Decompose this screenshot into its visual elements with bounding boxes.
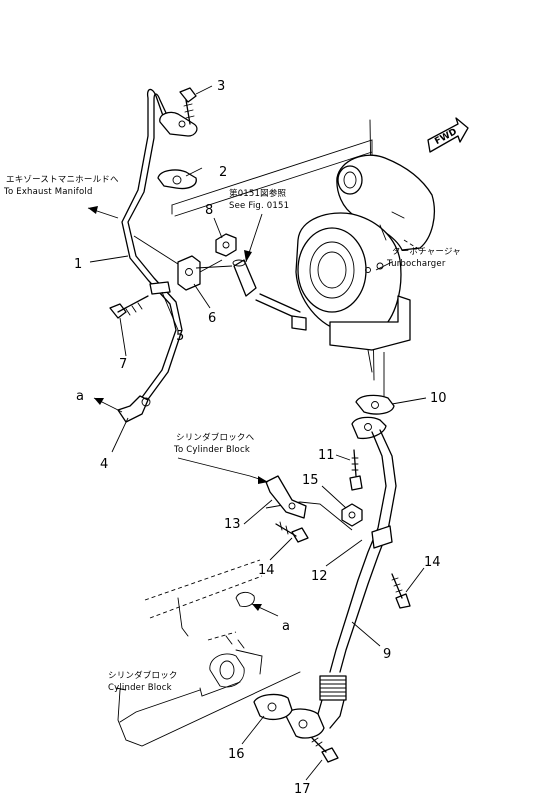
cylinder-block-en: Cylinder Block xyxy=(108,683,172,693)
bolt-17 xyxy=(311,737,339,763)
part-label-17: 17 xyxy=(294,782,311,797)
turbocharger xyxy=(295,154,435,373)
part-label-7: 7 xyxy=(119,357,127,372)
part-label-15: 15 xyxy=(302,473,319,488)
part-label-12: 12 xyxy=(311,569,328,584)
part-label-3: 3 xyxy=(217,79,225,94)
bolt-14-left xyxy=(275,521,309,543)
part-label-5: 5 xyxy=(176,329,184,344)
exhaust-manifold-en: To Exhaust Manifold xyxy=(3,187,93,197)
oil-return-pipe xyxy=(285,416,397,739)
annotation-arrows xyxy=(87,206,393,691)
part-label-10: 10 xyxy=(430,391,447,406)
to-cylinder-block-en: To Cylinder Block xyxy=(173,445,250,455)
gasket-10 xyxy=(355,394,395,415)
spacer-sleeve xyxy=(232,259,257,297)
part-label-1: 1 xyxy=(74,257,82,272)
part-label-6: 6 xyxy=(208,311,216,326)
flange-bolt xyxy=(255,293,307,331)
part-label-9: 9 xyxy=(383,647,391,662)
part-numbers: 1 2 3 4 5 6 7 8 9 10 11 12 13 14 14 15 1… xyxy=(74,79,447,797)
bolt-3 xyxy=(179,87,197,125)
part-label-16: 16 xyxy=(228,747,245,762)
part-leaders xyxy=(89,85,427,781)
exhaust-manifold-jp: エキゾーストマニホールドへ xyxy=(6,175,119,185)
bolt-7 xyxy=(109,295,149,319)
part-label-14-left: 14 xyxy=(258,563,275,578)
text-annotations: エキゾーストマニホールドへ To Exhaust Manifold 第0151図… xyxy=(3,175,461,693)
bolt-14-right xyxy=(391,573,411,609)
nut-15 xyxy=(341,503,363,527)
bracket-6 xyxy=(177,255,201,291)
part-label-11: 11 xyxy=(318,448,335,463)
see-fig-jp: 第0151図参照 xyxy=(229,188,287,199)
ref-a-lower-label: a xyxy=(282,619,290,634)
part-label-4: 4 xyxy=(100,457,108,472)
bracket-13 xyxy=(265,475,307,519)
part-label-8: 8 xyxy=(205,203,213,218)
reference-a-upper: a xyxy=(76,389,123,413)
gasket-16 xyxy=(253,693,293,721)
bolt-11 xyxy=(349,449,363,491)
see-fig-en: See Fig. 0151 xyxy=(229,201,289,211)
ref-a-upper-label: a xyxy=(76,389,84,404)
nut-8 xyxy=(215,233,237,257)
cylinder-block-jp: シリンダブロック xyxy=(108,670,178,681)
turbocharger-en: Turbocharger xyxy=(386,259,446,269)
part-label-14-right: 14 xyxy=(424,555,441,570)
turbocharger-jp: ターボチャージャ xyxy=(392,247,461,257)
gasket-2 xyxy=(157,169,197,190)
part-label-2: 2 xyxy=(219,165,227,180)
oil-feed-pipe xyxy=(117,88,198,423)
forward-arrow: FWD xyxy=(427,117,469,153)
reference-a-lower: a xyxy=(251,603,290,634)
to-cylinder-block-jp: シリンダブロックへ xyxy=(176,432,255,443)
cylinder-block xyxy=(117,559,301,747)
part-label-13: 13 xyxy=(224,517,241,532)
